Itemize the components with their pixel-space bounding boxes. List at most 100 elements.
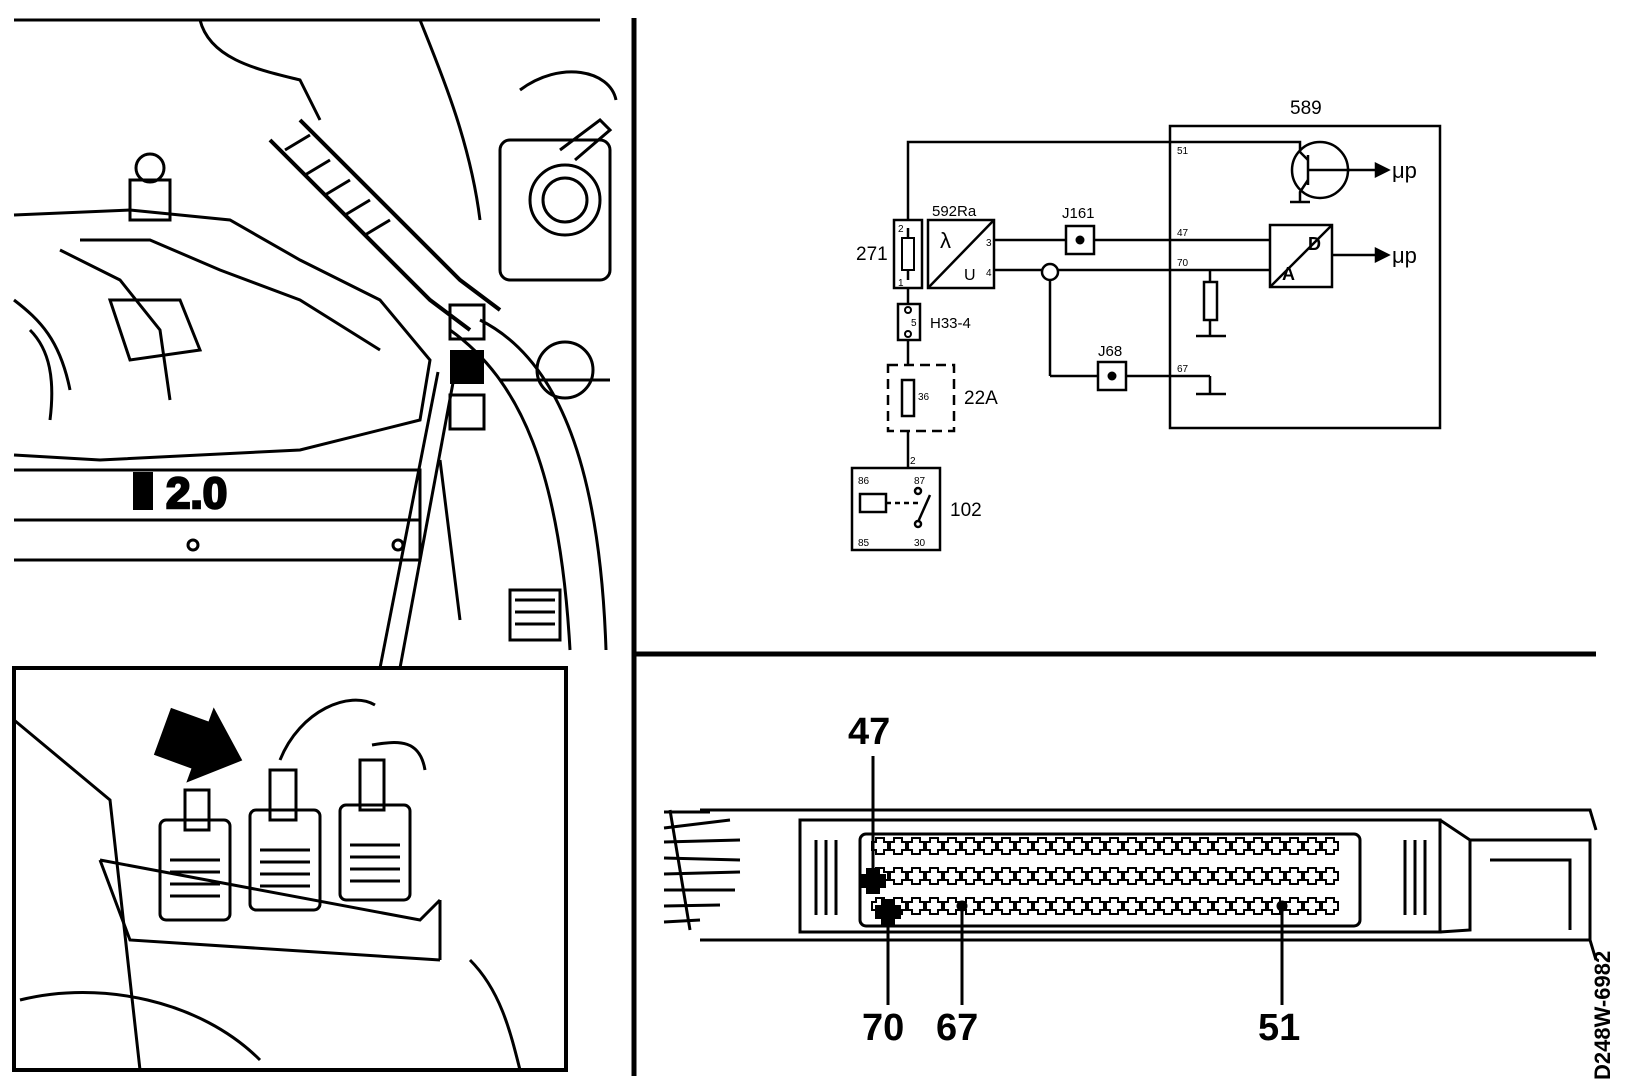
connector-pin	[997, 867, 1015, 885]
connector-pin	[1159, 867, 1177, 885]
pin-47-marker	[860, 868, 886, 894]
pin-47-label: 47	[848, 711, 890, 753]
badge-marker	[133, 472, 153, 510]
connector-pin	[907, 837, 925, 855]
engine-bay-illustration	[13, 18, 618, 669]
connector-pin	[943, 897, 961, 915]
connector-pin	[1285, 897, 1303, 915]
relay-pin-86: 86	[858, 476, 870, 487]
lambda-symbol: λ	[940, 228, 951, 253]
connector-pin	[1051, 837, 1069, 855]
connector-pin	[1159, 897, 1177, 915]
connector-pin	[1195, 897, 1213, 915]
converter-d-label: D	[1308, 234, 1321, 254]
connector-pin	[1051, 897, 1069, 915]
connector-pin	[1159, 837, 1177, 855]
inset-connector-detail	[13, 698, 522, 1071]
sensor-pin-4: 4	[986, 268, 992, 279]
relay-pin-30: 30	[914, 538, 926, 549]
connector-h33-pin: 5	[911, 318, 917, 329]
output-up-bottom: μp	[1392, 243, 1417, 268]
connector-pin	[1033, 837, 1051, 855]
ecu-connector-pin-grid	[871, 837, 1339, 915]
connector-pin	[1321, 867, 1339, 885]
wiring-schematic	[850, 124, 1442, 552]
connector-pin	[1051, 867, 1069, 885]
figure-code: D248W-6982	[1590, 951, 1615, 1080]
pin-67-label: 67	[936, 1007, 978, 1049]
connector-pin	[1033, 897, 1051, 915]
pin-70-label: 70	[862, 1007, 904, 1049]
connector-pin	[1015, 837, 1033, 855]
connector-pin	[943, 867, 961, 885]
connector-pin	[979, 897, 997, 915]
connector-pin	[889, 837, 907, 855]
output-up-top: μp	[1392, 158, 1417, 183]
connector-pin	[1087, 837, 1105, 855]
ecu-pin-70: 70	[1177, 258, 1189, 269]
junction-j161-label: J161	[1062, 205, 1095, 222]
junction-dot-j68	[1107, 371, 1117, 381]
connector-pin	[925, 867, 943, 885]
connector-pin	[1231, 897, 1249, 915]
connector-highlight-marker	[450, 350, 484, 384]
connector-pin	[997, 837, 1015, 855]
inset-arrow-icon	[153, 707, 243, 783]
ecu-pin-51: 51	[1177, 146, 1189, 157]
connector-pin	[1177, 837, 1195, 855]
connector-pin	[1195, 867, 1213, 885]
fuse-pin: 36	[918, 392, 930, 403]
connector-pin	[1123, 897, 1141, 915]
connector-pin	[1303, 837, 1321, 855]
connector-pin	[1249, 867, 1267, 885]
connector-pin	[1321, 837, 1339, 855]
connector-pin	[1231, 867, 1249, 885]
heater-pin-2: 2	[898, 224, 904, 235]
connector-pin	[1267, 867, 1285, 885]
wire-crossover	[1040, 262, 1060, 282]
relay-label: 102	[950, 500, 982, 521]
heater-pin-1: 1	[898, 278, 904, 289]
connector-h33-label: H33-4	[930, 315, 971, 332]
connector-pin	[1213, 837, 1231, 855]
connector-pin	[1213, 867, 1231, 885]
connector-pin	[925, 837, 943, 855]
connector-pin	[1087, 867, 1105, 885]
connector-pin	[1015, 897, 1033, 915]
connector-pin	[1321, 897, 1339, 915]
connector-pin	[1249, 897, 1267, 915]
connector-pin	[1087, 897, 1105, 915]
ecu-label: 589	[1290, 98, 1322, 119]
connector-pin	[1123, 867, 1141, 885]
connector-pin	[1177, 897, 1195, 915]
connector-pin	[1141, 897, 1159, 915]
connector-pin	[1267, 837, 1285, 855]
relay-pin-87: 87	[914, 476, 926, 487]
connector-pin	[1069, 897, 1087, 915]
connector-pin	[925, 897, 943, 915]
connector-pin	[1105, 867, 1123, 885]
fuse-label: 22A	[964, 388, 998, 409]
h33-pin-dot	[904, 330, 912, 338]
connector-pin	[1249, 837, 1267, 855]
connector-pin	[1231, 837, 1249, 855]
sensor-pin-3: 3	[986, 238, 992, 249]
connector-pin	[1285, 867, 1303, 885]
connector-pin	[979, 867, 997, 885]
connector-pin	[1069, 837, 1087, 855]
connector-pin	[1177, 867, 1195, 885]
engine-badge: 2.0	[166, 469, 227, 518]
relay-pin-top: 2	[910, 456, 916, 467]
connector-pin	[979, 837, 997, 855]
connector-pin	[1105, 837, 1123, 855]
connector-pin	[997, 897, 1015, 915]
sensor-label: 592Ra	[932, 203, 977, 220]
connector-pin	[1033, 867, 1051, 885]
connector-pin	[1213, 897, 1231, 915]
connector-pin	[1303, 867, 1321, 885]
connector-pin	[1195, 837, 1213, 855]
relay-pin-85: 85	[858, 538, 870, 549]
junction-dot-j161	[1075, 235, 1085, 245]
ecu-connector-illustration	[663, 808, 1598, 961]
